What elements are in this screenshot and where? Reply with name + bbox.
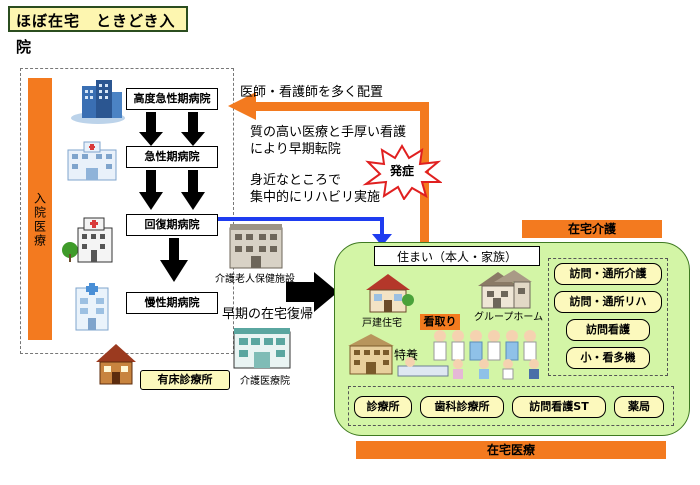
small-multi-function-pill: 小・看多機	[566, 347, 650, 369]
rehab-note-line2: 集中的にリハビリ実施	[250, 189, 430, 206]
early-transfer-note-line1: 質の高い医療と手厚い看護	[250, 124, 430, 141]
hospital-building-icon	[70, 78, 126, 124]
flow-down-arrows	[126, 108, 226, 298]
inpatient-label: 入院医療	[28, 180, 52, 260]
visit-day-rehab-pill: 訪問・通所リハ	[554, 291, 662, 313]
visit-day-care-pill: 訪問・通所介護	[554, 263, 662, 285]
rouken-facility-icon	[226, 222, 286, 270]
visit-nursing-station-pill: 訪問看護ST	[512, 396, 606, 418]
chronic-hospital-icon	[72, 282, 112, 332]
return-home-arrow	[286, 272, 340, 312]
early-transfer-note-line2: により早期転院	[250, 141, 430, 158]
kaigo-iryoin-icon	[232, 324, 292, 370]
home-medical-title: 在宅医療	[356, 441, 666, 459]
detached-house-icon	[362, 270, 414, 314]
residence-label: 住まい（本人・家族）	[374, 246, 540, 266]
tokuyo-icon	[346, 332, 396, 376]
group-home-icon	[476, 268, 534, 310]
acute-advanced-hospital-label: 高度急性期病院	[126, 88, 218, 110]
rehab-hospital-icon	[62, 214, 118, 264]
dental-clinic-pill: 歯科診療所	[420, 396, 504, 418]
page-title: ほぼ在宅 ときどき入院	[8, 6, 188, 32]
group-home-label: グループホーム	[474, 308, 548, 323]
clinic-house-icon	[92, 340, 140, 386]
clinic-pill: 診療所	[354, 396, 412, 418]
care-team-people-icon	[396, 326, 546, 380]
clinic-label: 有床診療所	[140, 370, 230, 390]
visit-nursing-pill: 訪問看護	[566, 319, 650, 341]
hospital-clinic-icon	[66, 140, 118, 182]
staffing-note: 医師・看護師を多く配置	[240, 84, 420, 101]
kaigo-iryoin-label: 介護医療院	[240, 372, 330, 387]
home-care-title: 在宅介護	[522, 220, 662, 238]
rehab-note-line1: 身近なところで	[250, 172, 430, 189]
pharmacy-pill: 薬局	[614, 396, 664, 418]
